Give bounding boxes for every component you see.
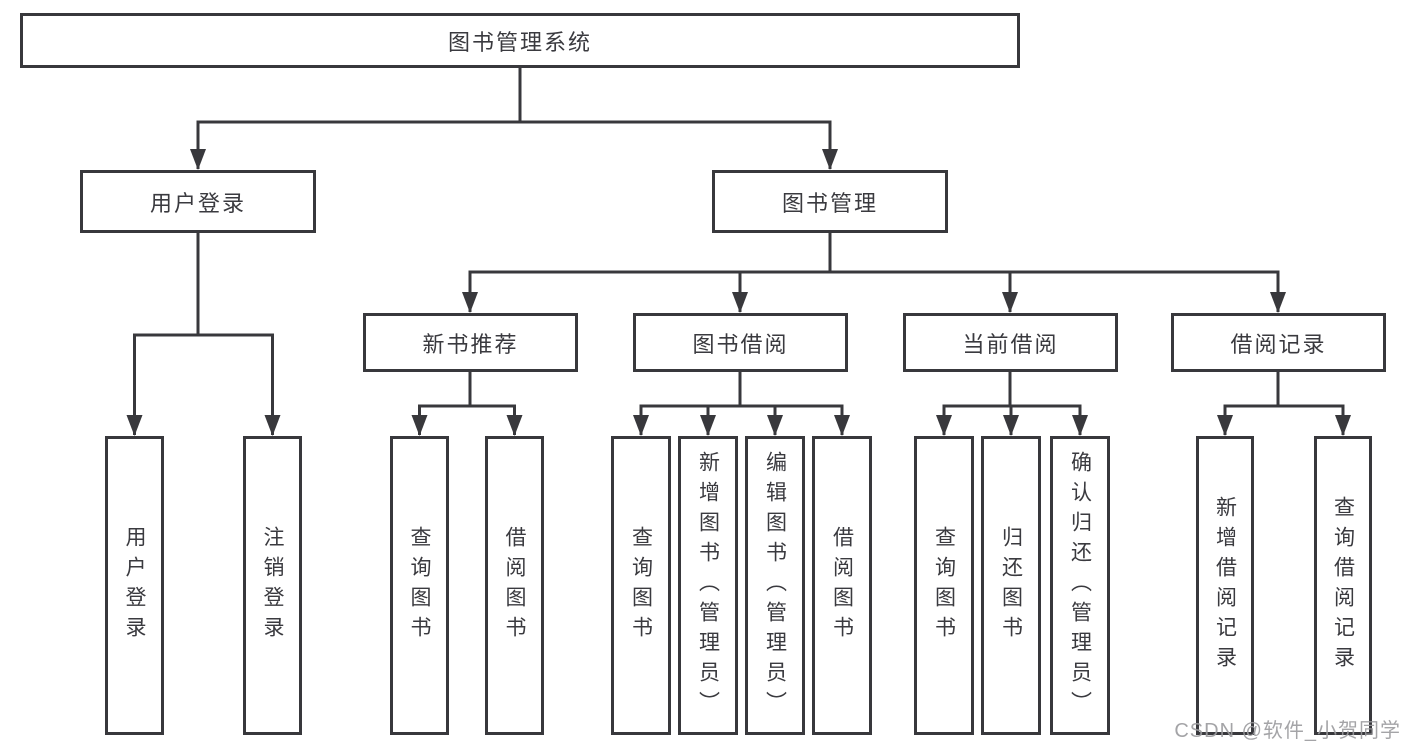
leaf-query-books-recommend: 查询图书 bbox=[390, 436, 449, 735]
node-label: 用户登录 bbox=[123, 525, 146, 646]
node-label: 用户登录 bbox=[149, 190, 246, 216]
node-label: 确认归还（管理员） bbox=[1068, 450, 1092, 721]
connector-new-book-recommend bbox=[411, 372, 523, 436]
leaf-edit-book-admin: 编辑图书（管理员） bbox=[745, 436, 805, 735]
leaf-query-books-current: 查询图书 bbox=[914, 436, 974, 735]
node-borrow-records: 借阅记录 bbox=[1171, 313, 1386, 372]
node-label: 新增图书（管理员） bbox=[696, 450, 720, 721]
node-label: 查询图书 bbox=[408, 525, 431, 646]
leaf-add-book-admin: 新增图书（管理员） bbox=[678, 436, 738, 735]
leaf-user-login: 用户登录 bbox=[105, 436, 164, 735]
node-label: 借阅记录 bbox=[1230, 331, 1327, 357]
connector-book-management-branch bbox=[462, 233, 1286, 313]
node-label: 图书管理系统 bbox=[447, 29, 592, 55]
node-label: 借阅图书 bbox=[830, 525, 854, 646]
leaf-query-books-borrow: 查询图书 bbox=[611, 436, 671, 735]
node-label: 归还图书 bbox=[999, 525, 1023, 646]
leaf-borrow-books-recommend: 借阅图书 bbox=[485, 436, 544, 735]
node-book-management-branch: 图书管理 bbox=[712, 170, 948, 233]
leaf-logout: 注销登录 bbox=[243, 436, 302, 735]
connector-current-borrow bbox=[936, 372, 1088, 436]
node-label: 当前借阅 bbox=[962, 331, 1059, 357]
node-label: 图书管理 bbox=[781, 190, 878, 216]
node-library-management-system: 图书管理系统 bbox=[20, 13, 1020, 68]
node-label: 查询图书 bbox=[629, 525, 653, 646]
connector-root-to-level2 bbox=[190, 68, 838, 170]
node-user-login-branch: 用户登录 bbox=[80, 170, 316, 233]
node-label: 注销登录 bbox=[261, 525, 284, 646]
leaf-return-books: 归还图书 bbox=[981, 436, 1041, 735]
node-book-borrow: 图书借阅 bbox=[633, 313, 848, 372]
leaf-confirm-return-admin: 确认归还（管理员） bbox=[1050, 436, 1110, 735]
connector-book-borrow bbox=[633, 372, 850, 436]
leaf-borrow-books: 借阅图书 bbox=[812, 436, 872, 735]
leaf-query-borrow-record: 查询借阅记录 bbox=[1314, 436, 1372, 735]
connector-borrow-records bbox=[1217, 372, 1351, 436]
node-new-book-recommend: 新书推荐 bbox=[363, 313, 578, 372]
node-label: 借阅图书 bbox=[503, 525, 526, 646]
node-label: 编辑图书（管理员） bbox=[763, 450, 787, 721]
connector-user-login-branch bbox=[126, 233, 281, 436]
node-label: 新书推荐 bbox=[422, 331, 519, 357]
node-label: 查询图书 bbox=[932, 525, 956, 646]
node-current-borrow: 当前借阅 bbox=[903, 313, 1118, 372]
node-label: 图书借阅 bbox=[692, 331, 789, 357]
node-label: 查询借阅记录 bbox=[1331, 495, 1355, 676]
node-label: 新增借阅记录 bbox=[1213, 495, 1237, 676]
leaf-add-borrow-record: 新增借阅记录 bbox=[1196, 436, 1254, 735]
